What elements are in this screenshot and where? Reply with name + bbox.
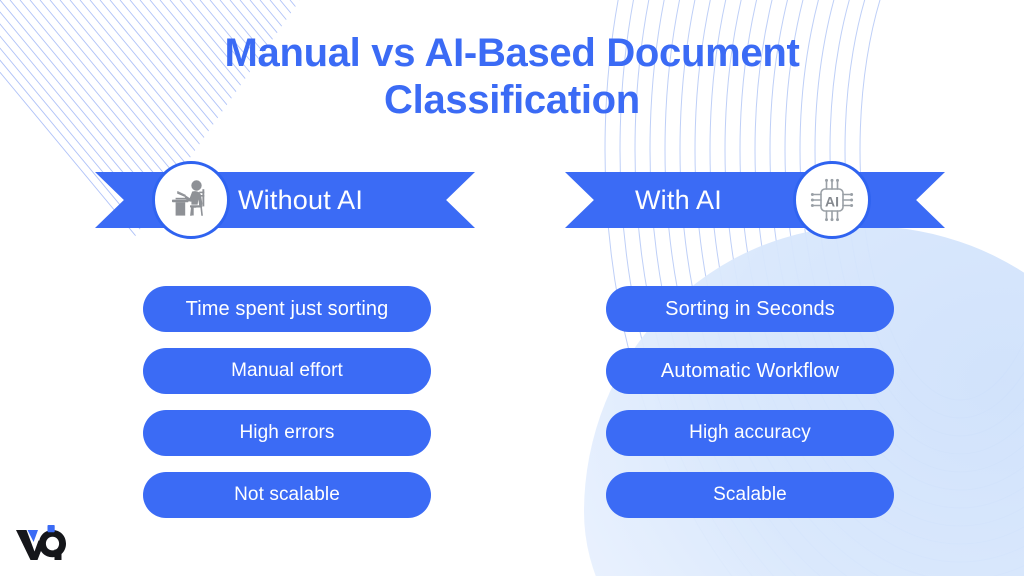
banner-with-ai (565, 172, 945, 228)
list-item[interactable]: Automatic Workflow (606, 348, 894, 394)
vq-logo (14, 522, 70, 562)
ai-chip-icon: AI (793, 161, 871, 239)
page-title-line-2: Classification (384, 78, 640, 123)
list-item[interactable]: Manual effort (143, 348, 431, 394)
list-item[interactable]: Sorting in Seconds (606, 286, 894, 332)
list-item[interactable]: Scalable (606, 472, 894, 518)
list-item[interactable]: Not scalable (143, 472, 431, 518)
page-title-line-1: Manual vs AI-Based Document (224, 31, 800, 75)
svg-text:AI: AI (825, 194, 839, 210)
person-at-desk-icon (152, 161, 230, 239)
list-item[interactable]: High errors (143, 410, 431, 456)
banner-label-with-ai: With AI (635, 184, 722, 215)
list-item[interactable]: Time spent just sorting (143, 286, 431, 332)
column-without-ai: Time spent just sorting Manual effort Hi… (143, 286, 431, 518)
page-title: Manual vs AI-Based Document Classificati… (0, 30, 1024, 124)
banner-label-without-ai: Without AI (238, 184, 364, 215)
list-item[interactable]: High accuracy (606, 410, 894, 456)
column-with-ai: Sorting in Seconds Automatic Workflow Hi… (606, 286, 894, 518)
